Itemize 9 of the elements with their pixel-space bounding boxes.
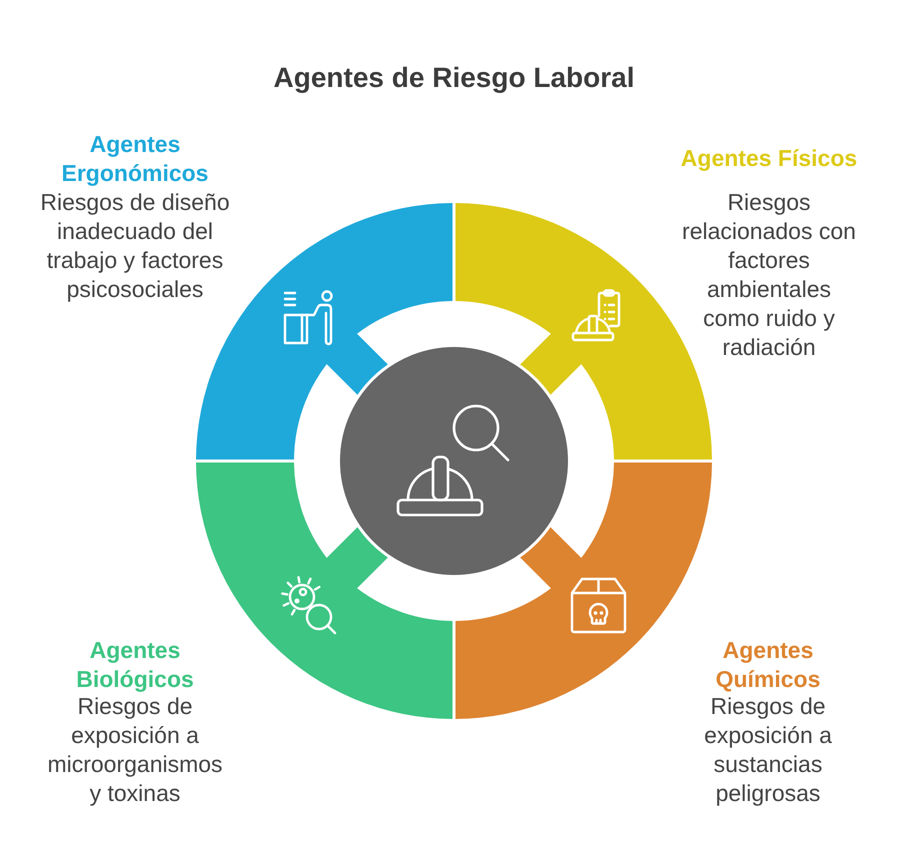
segment-heading: Agentes Físicos	[680, 144, 858, 173]
segment-heading: Agentes Biológicos	[75, 636, 195, 694]
segment-description: Riesgos de exposición a microorganismos y toxinas	[46, 692, 224, 808]
diagram-title: Agentes de Riesgo Laboral	[274, 61, 634, 95]
segment-heading: Agentes Químicos	[714, 636, 822, 694]
segment-description: Riesgos de exposición a sustancias peligrosas	[703, 692, 833, 808]
segment-description: Riesgos relacionados con factores ambientales como ruido y radiación	[681, 188, 857, 362]
segment-heading: Agentes Ergonómicos	[60, 130, 210, 188]
segment-description: Riesgos de diseño inadecuado del trabajo y factores psicosociales	[39, 188, 231, 304]
